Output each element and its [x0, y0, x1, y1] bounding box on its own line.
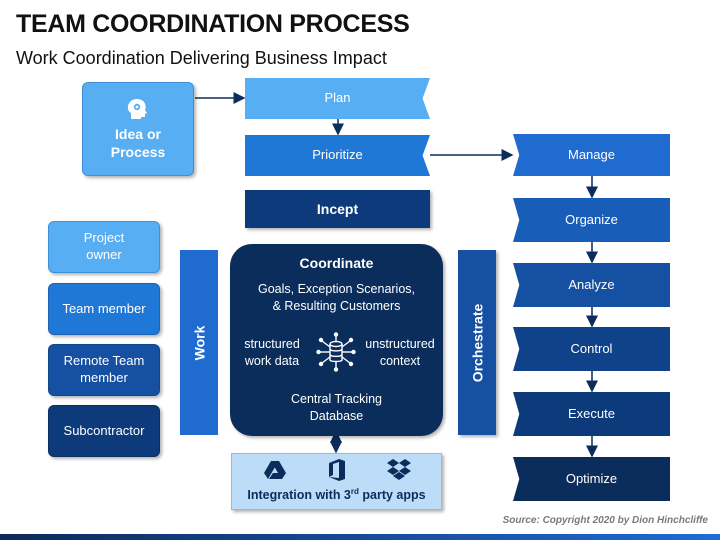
- integration-label: Integration with 3rd party apps: [247, 487, 426, 503]
- unstructured-line2: context: [379, 354, 421, 368]
- central-line1: Central Tracking: [290, 392, 382, 406]
- dropbox-icon: [387, 459, 411, 480]
- plan-box[interactable]: Plan: [245, 78, 430, 119]
- prioritize-box[interactable]: Prioritize: [245, 135, 430, 176]
- coordinate-box[interactable]: Coordinate Goals, Exception Scenarios, &…: [230, 244, 443, 436]
- structured-line2: work data: [244, 354, 300, 368]
- optimize-label: Optimize: [565, 470, 618, 486]
- remote-line1: Remote Team: [63, 353, 145, 369]
- goals-line1: Goals, Exception Scenarios,: [257, 282, 416, 296]
- gear-head-icon: [127, 98, 147, 119]
- optimize-box[interactable]: Optimize: [513, 457, 670, 501]
- manage-box[interactable]: Manage: [513, 134, 670, 176]
- prioritize-label: Prioritize: [312, 147, 363, 163]
- subcontractor-label: Subcontractor: [63, 422, 145, 438]
- unstructured-line1: unstructured: [365, 337, 435, 351]
- analyze-box[interactable]: Analyze: [513, 263, 670, 307]
- source-credit: Source: Copyright 2020 by Dion Hinchclif…: [502, 515, 708, 526]
- team-member-label: Team member: [62, 300, 146, 316]
- remote-line2: member: [80, 370, 128, 385]
- page-subtitle: Work Coordination Delivering Business Im…: [16, 48, 387, 68]
- database-network-icon: [316, 332, 356, 372]
- coordinate-title: Coordinate: [299, 255, 374, 271]
- execute-box[interactable]: Execute: [513, 392, 670, 436]
- orchestrate-label: Orchestrate: [469, 303, 485, 382]
- role-team-member[interactable]: Team member: [48, 283, 160, 335]
- page-title: TEAM COORDINATION PROCESS: [16, 10, 410, 38]
- role-remote-team-member[interactable]: Remote Team member: [48, 344, 160, 396]
- idea-label-line2: Process: [110, 144, 166, 160]
- footer-bar: [0, 534, 720, 540]
- execute-label: Execute: [568, 405, 615, 421]
- manage-label: Manage: [568, 146, 615, 162]
- goals-line2: & Resulting Customers: [272, 299, 401, 313]
- office-icon: [329, 459, 345, 481]
- role-project-owner[interactable]: Project owner: [48, 221, 160, 273]
- idea-label-line1: Idea or: [115, 125, 161, 142]
- integration-box[interactable]: Integration with 3rd party apps: [231, 453, 442, 510]
- drive-icon: [264, 461, 286, 479]
- project-owner-line2: owner: [86, 247, 122, 262]
- organize-label: Organize: [565, 211, 618, 227]
- control-box[interactable]: Control: [513, 327, 670, 371]
- idea-or-process-box[interactable]: Idea or Process: [82, 82, 194, 176]
- incept-box[interactable]: Incept: [245, 190, 430, 228]
- work-label: Work: [191, 325, 207, 360]
- central-line2: Database: [309, 409, 364, 423]
- analyze-label: Analyze: [568, 276, 615, 292]
- work-bar[interactable]: Work: [180, 250, 218, 435]
- incept-label: Incept: [316, 200, 359, 217]
- orchestrate-bar[interactable]: Orchestrate: [458, 250, 496, 435]
- project-owner-line1: Project: [83, 230, 125, 246]
- structured-line1: structured: [244, 337, 300, 351]
- organize-box[interactable]: Organize: [513, 198, 670, 242]
- role-subcontractor[interactable]: Subcontractor: [48, 405, 160, 457]
- control-label: Control: [570, 340, 613, 356]
- plan-label: Plan: [324, 90, 351, 106]
